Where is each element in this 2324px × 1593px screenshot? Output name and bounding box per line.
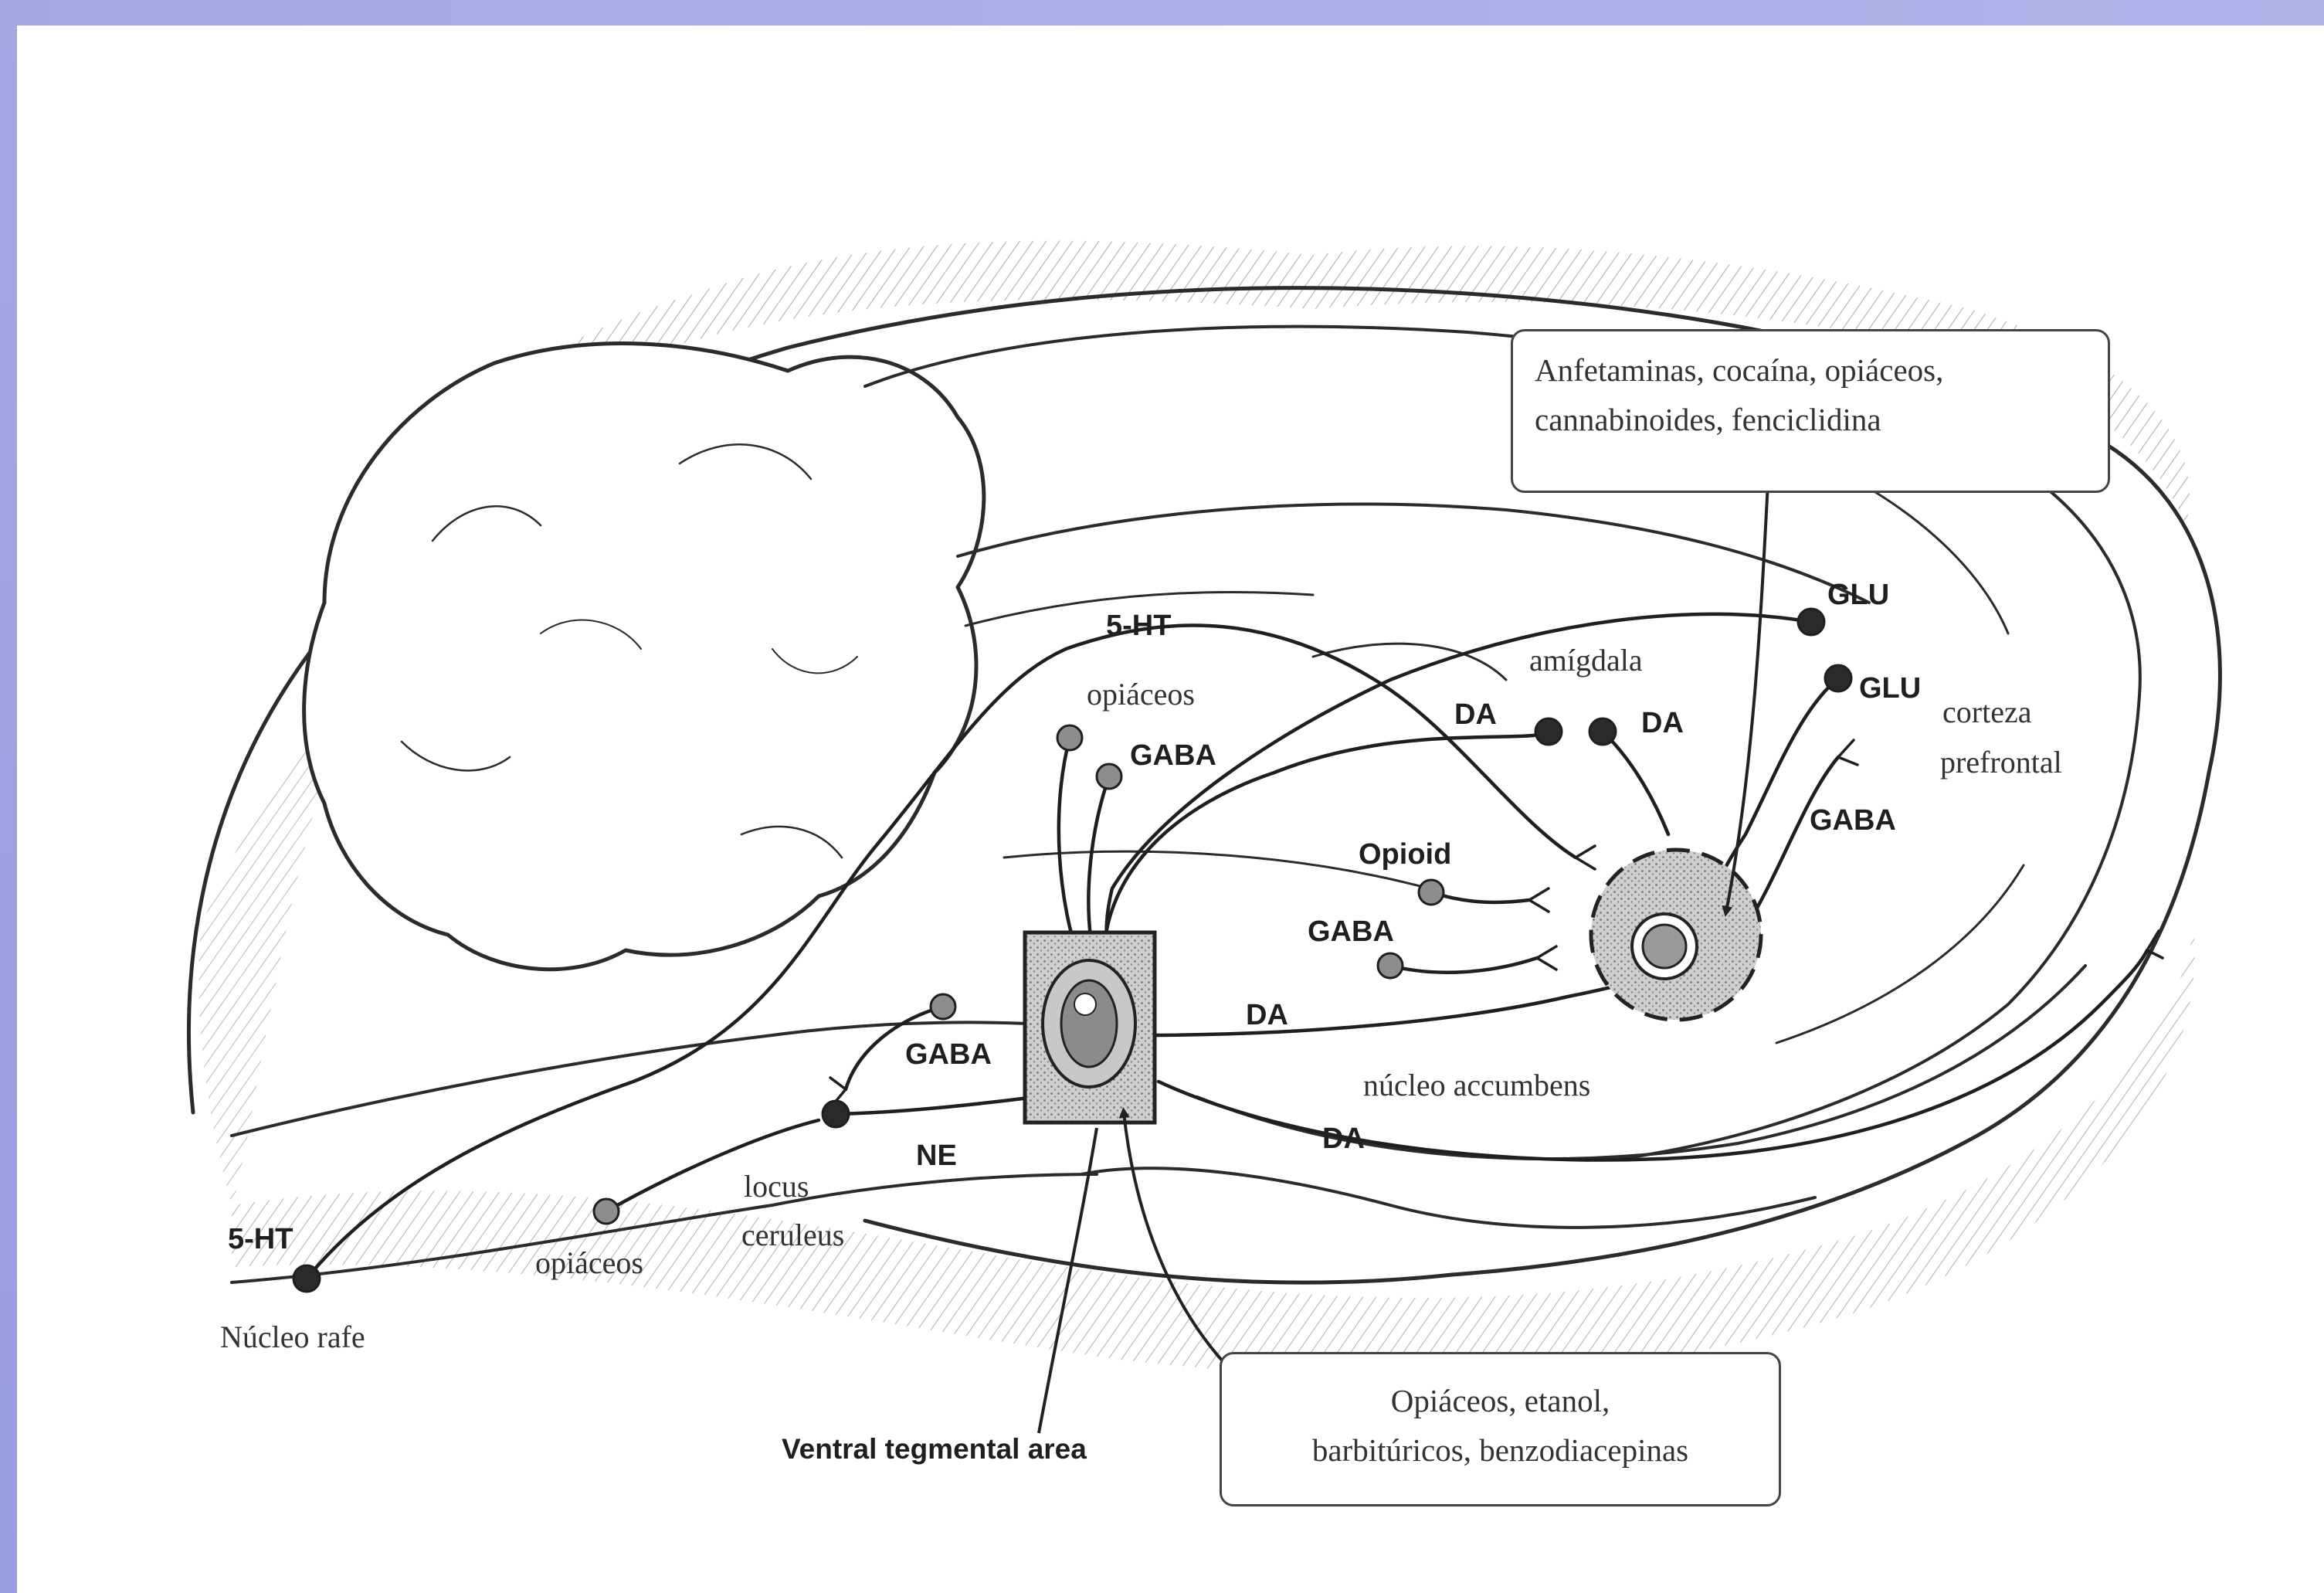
neuron-bodies — [292, 607, 1853, 1293]
label-da-vta: DA — [1246, 999, 1288, 1031]
pathway-5ht — [304, 623, 1578, 1281]
label-upper-5ht: 5-HT — [1106, 610, 1171, 642]
arrow-bottom-callout — [1118, 1107, 1237, 1377]
terminal-fork-5 — [2146, 929, 2164, 960]
neuron-locus-ceruleus — [821, 1099, 850, 1129]
anatomy-labels: Núcleo rafe opiáceos amígdala corteza pr… — [220, 643, 2062, 1354]
callout-top-line-1: Anfetaminas, cocaína, opiáceos, — [1535, 352, 1944, 388]
label-raphe-name: Núcleo rafe — [220, 1320, 365, 1354]
label-ceruleus: ceruleus — [741, 1218, 844, 1252]
callout-bottom-line-2: barbitúricos, benzodiacepinas — [1311, 1432, 1689, 1468]
label-gaba-mid: GABA — [1308, 915, 1394, 948]
label-opiaceos-lower: opiáceos — [535, 1245, 643, 1280]
label-glu-1: GLU — [1827, 579, 1889, 611]
label-gaba-upper: GABA — [1130, 739, 1216, 772]
terminal-fork-1 — [1574, 844, 1596, 871]
hatch-band-bottom — [232, 927, 2195, 1377]
neuron-gaba-upper — [1095, 763, 1123, 790]
pathway-opiaceos-lc — [604, 1118, 821, 1214]
label-amigdala: amígdala — [1529, 643, 1643, 678]
label-raphe-5ht: 5-HT — [228, 1223, 293, 1255]
terminal-fork-3 — [1535, 945, 1558, 971]
label-prefrontal: prefrontal — [1940, 745, 2062, 780]
vta-cell-inner — [1060, 979, 1118, 1068]
callout-top-line-2: cannabinoides, fenciclidina — [1535, 402, 1881, 437]
label-gaba-lc: GABA — [905, 1038, 992, 1071]
label-corteza: corteza — [1942, 695, 2032, 729]
label-locus: locus — [744, 1169, 809, 1204]
label-ne: NE — [916, 1140, 957, 1172]
label-nucleo-accumbens: núcleo accumbens — [1363, 1068, 1590, 1102]
callout-bottom-line-1: Opiáceos, etanol, — [1390, 1383, 1610, 1418]
brainstem-upper — [230, 1021, 1083, 1137]
pathway-da-amygdala-right — [1600, 729, 1671, 837]
frontal-fold-2 — [1775, 864, 2025, 1044]
pathway-da-vta-nac — [1141, 973, 1655, 1038]
pathway-da-amygdala — [1101, 732, 1547, 976]
label-da-right: DA — [1641, 707, 1684, 739]
label-vta: Ventral tegmental area — [782, 1433, 1087, 1465]
cerebellum-fold-2 — [678, 443, 813, 481]
nac-core — [1641, 923, 1688, 970]
neuron-opiaceos-lower — [592, 1197, 620, 1225]
white-matter-band-2 — [964, 590, 1315, 627]
neuron-glu-2 — [1824, 664, 1853, 693]
label-gaba-pfc: GABA — [1810, 804, 1896, 837]
neuron-opioid — [1417, 878, 1445, 906]
slide-frame-left — [0, 0, 17, 1593]
callout-arrows — [1037, 467, 1770, 1434]
neuron-raphe — [292, 1264, 321, 1293]
label-glu-2: GLU — [1859, 672, 1921, 705]
nucleus-accumbens — [1589, 847, 1763, 1022]
brain-outline — [187, 240, 2222, 1377]
pathway-gaba-lc — [843, 1004, 945, 1092]
hatch-band-left — [198, 695, 340, 1205]
neuron-gaba-mid — [1376, 952, 1404, 980]
cerebellum-fold-3 — [400, 740, 511, 772]
cerebellum-fold-5 — [540, 619, 642, 650]
slide-frame-top — [0, 0, 2324, 25]
pathway-da-lower — [1156, 948, 2149, 1162]
hatch-band-top — [340, 240, 2190, 556]
cerebellum-fold-1 — [431, 505, 542, 542]
neuron-gaba-lc — [929, 993, 957, 1021]
pathway-glu-vta — [1104, 612, 1813, 972]
callout-top-drugs: Anfetaminas, cocaína, opiáceos, cannabin… — [1511, 329, 2110, 493]
temporal-fold — [1311, 642, 1508, 681]
vta-box — [1023, 930, 1157, 1125]
pathway-ne — [833, 1095, 1037, 1116]
brain-reward-pathways-diagram: 5-HT 5-HT GABA GLU GLU DA DA GABA Opioid… — [187, 240, 2222, 1465]
white-matter-band-3 — [1003, 850, 1430, 890]
brainstem-lower — [230, 1173, 1098, 1284]
terminal-fork-2 — [1528, 887, 1550, 913]
neuron-glu-1 — [1796, 607, 1826, 637]
terminal-fork-6 — [829, 1076, 847, 1105]
neuro-labels: 5-HT 5-HT GABA GLU GLU DA DA GABA Opioid… — [228, 579, 1921, 1465]
neuron-da-amygdala-left — [1534, 717, 1563, 746]
pons-bulge — [1080, 1167, 1817, 1229]
vta-cell-nucleus — [1074, 993, 1097, 1016]
cerebellum-fold-6 — [772, 648, 858, 674]
cortex-inner-contour — [863, 324, 2142, 1160]
vta-label-leader — [1037, 1127, 1098, 1434]
callout-bottom-drugs: Opiáceos, etanol, barbitúricos, benzodia… — [1220, 1352, 1781, 1506]
terminal-fork-4 — [1837, 739, 1859, 766]
label-da-lower: DA — [1322, 1123, 1365, 1155]
label-opiaceos-upper: opiáceos — [1087, 677, 1195, 712]
label-da-left: DA — [1454, 698, 1497, 731]
neuron-da-amygdala-right — [1588, 717, 1617, 746]
cerebellum-fold-4 — [740, 825, 843, 859]
pathway-gaba-mid — [1388, 956, 1539, 974]
slide: 5-HT 5-HT GABA GLU GLU DA DA GABA Opioid… — [17, 25, 2324, 1593]
arrow-top-callout — [1722, 467, 1770, 917]
white-matter-band-1 — [956, 502, 1871, 604]
pathway-opioid — [1429, 890, 1532, 905]
neuron-opiaceos-upper — [1056, 724, 1084, 752]
cerebellum — [302, 341, 986, 972]
label-opioid: Opioid — [1359, 838, 1451, 871]
cortex-lower-contour — [1196, 964, 2087, 1160]
